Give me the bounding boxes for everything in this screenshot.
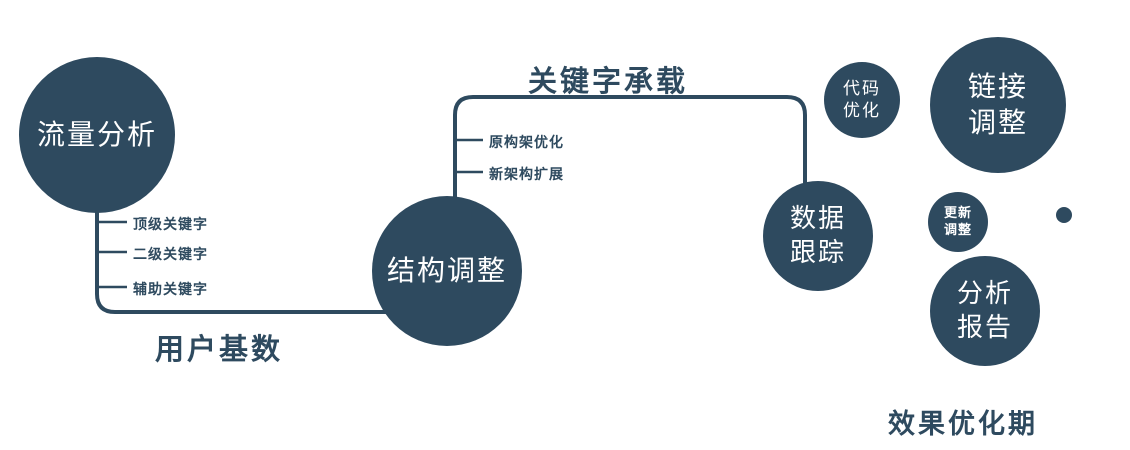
edge-label-user-base: 用户基数 [155, 334, 284, 366]
node-analysis-report-line1: 分析 [956, 278, 1013, 309]
node-analysis-report-line2: 报告 [956, 312, 1013, 342]
node-data-tracking-line2: 跟踪 [789, 237, 846, 267]
edge-structure-to-tracking [453, 95, 807, 212]
node-data-tracking: 数据 跟踪 [763, 181, 873, 291]
node-traffic-analysis-label: 流量分析 [36, 118, 157, 150]
node-analysis-report: 分析 报告 [930, 256, 1040, 366]
node-update-adjustment: 更新 调整 [928, 192, 988, 252]
node-update-adjustment-line1: 更新 [943, 205, 972, 221]
node-link-adjustment-line1: 链接 [967, 70, 1028, 102]
node-link-adjustment-line2: 调整 [967, 107, 1028, 138]
node-traffic-analysis: 流量分析 [19, 57, 175, 213]
branch-label-new-arch: 新架构扩展 [489, 166, 564, 182]
node-code-optimization-line2: 优化 [843, 101, 881, 120]
node-update-adjustment-line2: 调整 [943, 222, 972, 237]
node-code-optimization: 代码 优化 [824, 62, 900, 138]
branch-label-top-keywords: 顶级关键字 [133, 216, 208, 232]
phase-label-effect-optimization: 效果优化期 [888, 409, 1038, 439]
node-structure-adjustment-label: 结构调整 [386, 254, 507, 286]
edge-label-keyword-load: 关键字承载 [528, 66, 689, 98]
node-structure-adjustment: 结构调整 [372, 196, 522, 346]
node-link-adjustment: 链接 调整 [930, 37, 1066, 173]
branch-label-second-keywords: 二级关键字 [133, 246, 208, 262]
bullet-dot [1056, 207, 1072, 223]
branch-label-original-arch: 原构架优化 [489, 134, 564, 150]
node-data-tracking-line1: 数据 [789, 203, 846, 234]
node-code-optimization-line1: 代码 [843, 78, 881, 98]
branch-label-aux-keywords: 辅助关键字 [133, 281, 208, 297]
edge-traffic-to-structure [95, 198, 432, 314]
